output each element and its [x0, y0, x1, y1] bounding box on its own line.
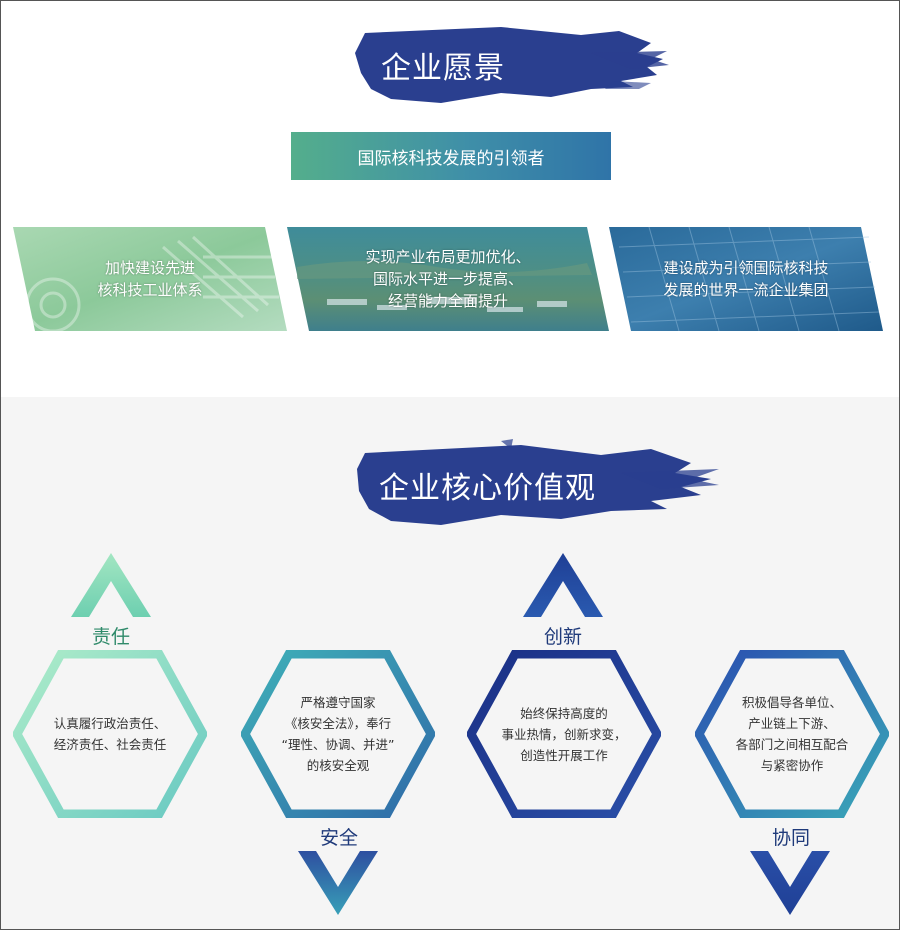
value-4-label: 协同 [771, 827, 810, 849]
brush-stroke-shape [355, 27, 669, 103]
triangle-down-icon [750, 851, 830, 915]
value-2-line-1: 严格遵守国家 [300, 695, 376, 710]
value-3-label: 创新 [543, 626, 582, 648]
value-4-line-3: 各部门之间相互配合 [735, 737, 849, 752]
value-4-line-2: 产业链上下游、 [748, 716, 836, 731]
value-3-line-3: 创造性开展工作 [520, 747, 608, 763]
value-2-line-2: 《核安全法》，奉行 [284, 716, 392, 731]
value-1-arrow-up [71, 553, 151, 617]
value-3-hexagon: 始终保持高度的 事业热情，创新求变， 创造性开展工作 [467, 650, 661, 818]
vision-section: 企业愿景 国际核科技发展的引领者 加快建设先进 核科技工业体系 [1, 1, 899, 397]
value-2-line-4: 的核安全观 [306, 758, 370, 773]
vision-panel-1: 加快建设先进 核科技工业体系 [13, 227, 287, 331]
value-2-label: 安全 [319, 827, 358, 849]
value-1-label: 责任 [91, 626, 130, 648]
vision-title: 企业愿景 [381, 51, 505, 86]
vision-panel-2-line-1: 实现产业布局更加优化、 [365, 248, 531, 266]
value-2-hexagon: 严格遵守国家 《核安全法》，奉行 “理性、协调、并进” 的核安全观 [241, 650, 435, 818]
vision-panel-1-line-2: 核科技工业体系 [97, 281, 203, 299]
value-3-description: 始终保持高度的 事业热情，创新求变， 创造性开展工作 [467, 650, 661, 818]
value-1-line-1: 认真履行政治责任、 [53, 716, 167, 731]
vision-panel-3-line-1: 建设成为引领国际核科技 [663, 259, 829, 277]
value-1-line-2: 经济责任、社会责任 [53, 737, 167, 752]
value-1-hexagon: 认真履行政治责任、 经济责任、社会责任 [13, 650, 207, 818]
triangle-up-icon [523, 553, 603, 617]
value-4-line-1: 积极倡导各单位、 [741, 695, 842, 710]
vision-panel-2-line-2: 国际水平进一步提高、 [372, 270, 523, 288]
value-4-arrow-down [750, 851, 830, 915]
triangle-down-icon [298, 851, 378, 915]
value-1-description: 认真履行政治责任、 经济责任、社会责任 [13, 650, 207, 818]
vision-panel-1-text: 加快建设先进 核科技工业体系 [13, 227, 287, 331]
values-title: 企业核心价值观 [379, 471, 596, 506]
panel-3-background [609, 227, 883, 331]
triangle-up-icon [71, 553, 151, 617]
vision-panel-3: 建设成为引领国际核科技 发展的世界一流企业集团 [609, 227, 883, 331]
hexagon-frame-shape [695, 650, 889, 818]
value-3-line-1: 始终保持高度的 [520, 705, 608, 721]
value-2-description: 严格遵守国家 《核安全法》，奉行 “理性、协调、并进” 的核安全观 [241, 650, 435, 818]
panel-2-background [287, 227, 609, 331]
value-2-arrow-down [298, 851, 378, 915]
hexagon-frame-shape [13, 650, 207, 818]
hexagon-frame-shape [467, 650, 661, 818]
value-2-line-3: “理性、协调、并进” [281, 737, 395, 752]
vision-panel-2-line-3: 经营能力全面提升 [387, 292, 508, 310]
value-3-arrow-up [523, 553, 603, 617]
vision-panel-2-text: 实现产业布局更加优化、 国际水平进一步提高、 经营能力全面提升 [287, 227, 609, 331]
vision-slogan: 国际核科技发展的引领者 [291, 132, 611, 180]
values-section: 企业核心价值观 责任 认真履行政治责任、 经济责任、社会责任 严格遵守国家 《核… [1, 397, 899, 929]
vision-panel-2: 实现产业布局更加优化、 国际水平进一步提高、 经营能力全面提升 [287, 227, 609, 331]
values-title-brush: 企业核心价值观 [351, 439, 721, 531]
value-4-line-4: 与紧密协作 [760, 758, 824, 773]
hexagon-frame-shape [241, 650, 435, 818]
vision-panel-1-line-1: 加快建设先进 [104, 259, 195, 277]
vision-title-brush: 企业愿景 [351, 23, 671, 107]
vision-panel-3-text: 建设成为引领国际核科技 发展的世界一流企业集团 [609, 227, 883, 331]
value-3-line-2: 事业热情，创新求变， [501, 726, 627, 742]
panel-1-background [13, 227, 287, 331]
value-4-hexagon: 积极倡导各单位、 产业链上下游、 各部门之间相互配合 与紧密协作 [695, 650, 889, 818]
brush-stroke-shape [357, 439, 719, 525]
value-4-description: 积极倡导各单位、 产业链上下游、 各部门之间相互配合 与紧密协作 [695, 650, 889, 818]
vision-panel-3-line-2: 发展的世界一流企业集团 [663, 281, 829, 299]
